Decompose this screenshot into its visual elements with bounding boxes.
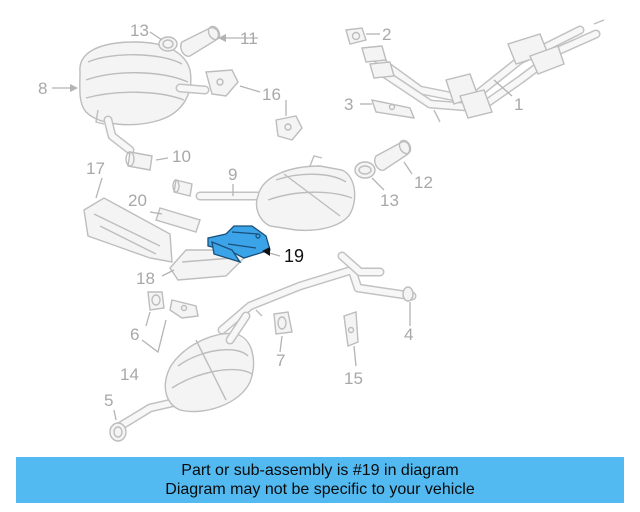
callout-17: 17 — [86, 159, 105, 178]
part-8-rear-muffler — [79, 41, 210, 155]
callout-12: 12 — [414, 173, 433, 192]
callout-10: 10 — [172, 147, 191, 166]
part-5-rear-section — [109, 311, 255, 442]
banner-line-2: Diagram may not be specific to your vehi… — [165, 481, 475, 498]
callout-13-right: 13 — [380, 191, 399, 210]
callout-5: 5 — [104, 391, 113, 410]
callout-6: 6 — [130, 325, 139, 344]
part-19-heat-shield-highlighted — [207, 225, 271, 264]
callout-18: 18 — [136, 269, 155, 288]
callout-9: 9 — [228, 165, 237, 184]
part-15-bracket — [343, 311, 359, 347]
part-7-rubber-hanger — [273, 311, 293, 335]
callout-14: 14 — [120, 365, 139, 384]
callout-15: 15 — [344, 369, 363, 388]
part-14-bracket — [169, 299, 199, 319]
info-banner: Part or sub-assembly is #19 in diagram D… — [16, 457, 624, 503]
callout-20: 20 — [128, 191, 147, 210]
part-4-intermediate-pipe — [217, 251, 417, 335]
part-1-front-pipe-catalytic — [361, 19, 605, 123]
callout-13-top: 13 — [130, 21, 149, 40]
callout-19: 19 — [284, 246, 304, 266]
part-3-bracket — [370, 99, 416, 119]
callout-4: 4 — [404, 325, 413, 344]
part-9-center-muffler — [195, 155, 356, 232]
part-20-heat-shield-plate — [155, 207, 201, 233]
callout-7: 7 — [276, 351, 285, 370]
part-13-clamp-top — [158, 36, 178, 52]
part-20-connector — [172, 179, 193, 197]
leader-lines — [52, 31, 513, 421]
part-17-heat-shield — [83, 197, 173, 263]
part-2-gasket — [345, 27, 367, 45]
callout-11: 11 — [240, 29, 258, 48]
part-10-clamp — [125, 151, 153, 171]
part-11-tailpipe-tip — [180, 25, 221, 57]
part-13-gasket-right — [354, 161, 376, 179]
callout-16: 16 — [262, 85, 281, 104]
banner-line-1: Part or sub-assembly is #19 in diagram — [181, 462, 459, 479]
callout-1: 1 — [514, 95, 523, 114]
callout-3: 3 — [344, 95, 353, 114]
part-6-rubber-hanger — [147, 291, 165, 311]
callout-numbers: 13 11 8 16 10 17 9 20 18 19 2 3 12 13 1 … — [38, 21, 523, 410]
part-16-hanger-bracket — [205, 69, 303, 141]
callout-2: 2 — [382, 25, 391, 44]
callout-8: 8 — [38, 79, 47, 98]
part-12-pipe-tip — [374, 139, 412, 171]
